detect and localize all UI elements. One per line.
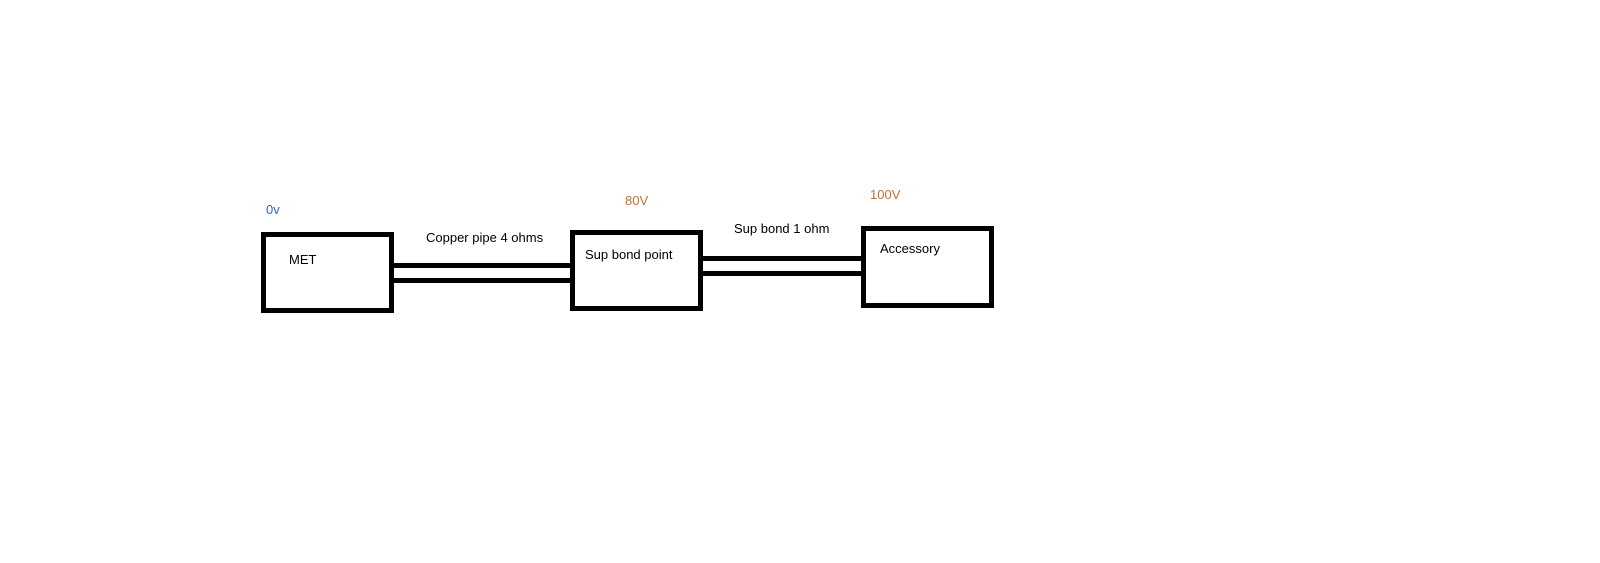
met-box: MET [261, 232, 394, 313]
sup-bond-label: Sup bond 1 ohm [734, 221, 830, 236]
sup-bond-point-box: Sup bond point [570, 230, 703, 311]
accessory-label: Accessory [880, 241, 940, 256]
accessory-box: Accessory [861, 226, 994, 308]
met-label: MET [289, 252, 317, 267]
sup-bond-point-voltage-label: 80V [625, 193, 649, 208]
copper-pipe-label: Copper pipe 4 ohms [426, 230, 544, 245]
accessory-voltage-label: 100V [870, 187, 901, 202]
met-voltage-label: 0v [266, 202, 280, 217]
sup-bond-connector [699, 256, 865, 276]
copper-pipe-connector [390, 263, 575, 283]
sup-bond-point-label: Sup bond point [585, 247, 673, 262]
